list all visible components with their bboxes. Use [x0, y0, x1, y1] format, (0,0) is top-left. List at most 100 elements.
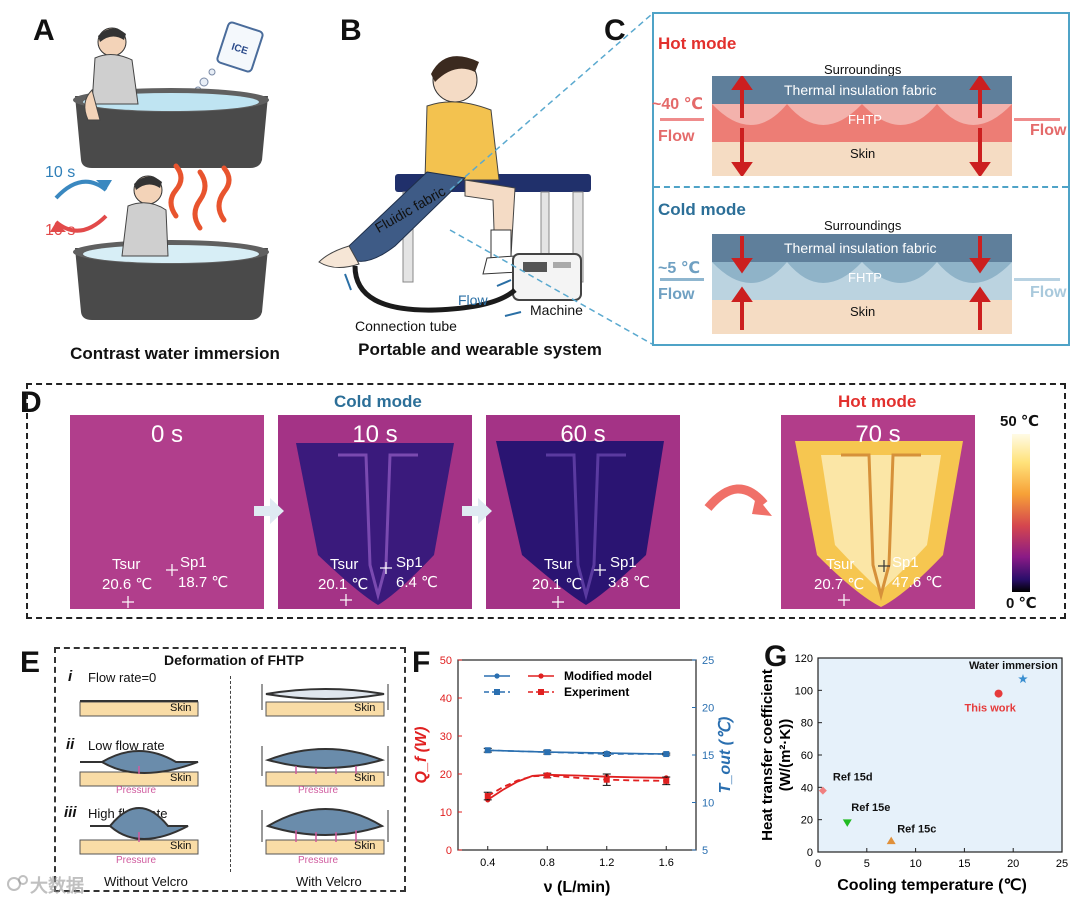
y-left-tick-label: 20 [440, 769, 452, 781]
f2-sp-value: 3.8 ℃ [608, 574, 650, 591]
f0-sp-value: 18.7 ℃ [178, 574, 229, 591]
legend-exp-label: Experiment [564, 685, 629, 699]
panel-label-g: G [764, 640, 788, 673]
panel-b-illustration [318, 56, 591, 317]
series-tout-solid-line [487, 749, 667, 755]
e-row-label-1: Flow rate=0 [88, 670, 157, 685]
mode-divider [654, 186, 1068, 188]
data-point-square [544, 772, 551, 779]
f3-sp-value: 47.6 ℃ [892, 574, 943, 591]
thermal-time-0: 0 s [150, 421, 183, 448]
colorbar [1012, 434, 1030, 592]
point-water-immersion [1018, 674, 1028, 684]
cold-flow-in-arrow [660, 278, 704, 281]
x-tick-label: 25 [1056, 858, 1068, 870]
f3-tsur-label: Tsur [826, 556, 855, 573]
f0-tsur-label: Tsur [112, 556, 141, 573]
cold-flow-out: Flow [1030, 284, 1067, 301]
cycle-label-bottom: 10 s [45, 222, 76, 239]
thermal-frame-0s: 0 s [70, 415, 264, 609]
hot-mode-title: Hot mode [658, 34, 737, 53]
cold-flow-in: Flow [658, 286, 695, 303]
y-tick-label: 120 [795, 653, 813, 665]
point-label: Water immersion [969, 660, 1058, 672]
hot-temp-label: ~40 ℃ [652, 96, 703, 113]
panel-a-illustration: ICE [50, 21, 269, 320]
thermal-frame-10s: 10 s [278, 415, 472, 609]
f2-tsur-label: Tsur [544, 556, 573, 573]
cycle-label-top: 10 s [45, 164, 76, 181]
cold-temp-label: ~5 ℃ [658, 260, 701, 277]
panel-label-d: D [20, 386, 42, 419]
e-pressure-3b: Pressure [298, 855, 339, 866]
thermal-shape-10 [296, 443, 454, 605]
cold-fhtp-label: FHTP [848, 270, 882, 285]
tub-hot [73, 175, 269, 320]
hot-skin-label: Skin [850, 146, 876, 161]
e-title: Deformation of FHTP [164, 652, 304, 668]
panel-label-e: E [20, 646, 41, 679]
e-without-velcro: Without Velcro [104, 874, 188, 889]
thermal-shape-60 [496, 441, 664, 605]
panel-label-c: C [604, 14, 626, 47]
f3-tsur-value: 20.7 ℃ [814, 576, 865, 593]
hot-insulation-label: Thermal insulation fabric [784, 82, 937, 98]
y-left-axis-label: Q_f (W) [413, 727, 430, 784]
caption-a: Contrast water immersion [70, 344, 280, 363]
tub-cold [73, 27, 269, 168]
y-right-tick-label: 5 [702, 845, 708, 857]
f2-sp-label: Sp1 [610, 554, 637, 571]
panel-e-frame [54, 647, 406, 892]
point-this-work [994, 689, 1003, 698]
watermark-logo-icon [7, 875, 28, 891]
connection-tube [352, 265, 517, 313]
data-point-square [603, 751, 610, 758]
colorbar-max: 50 ℃ [1000, 413, 1040, 430]
panel-label-b: B [340, 14, 362, 47]
y-tick-label: 80 [801, 718, 813, 730]
x-tick-label: 0.4 [480, 857, 495, 869]
x-tick-label: 20 [1007, 858, 1019, 870]
x-tick-label: 1.2 [599, 857, 614, 869]
cold-skin-label: Skin [850, 304, 876, 319]
panel-label-a: A [33, 14, 55, 47]
cold-insulation-label: Thermal insulation fabric [784, 240, 937, 256]
hot-surroundings: Surroundings [824, 62, 902, 77]
plot-area [817, 657, 1063, 853]
y-right-tick-label: 25 [702, 655, 714, 667]
y-left-tick-label: 10 [440, 807, 452, 819]
hot-flow-in: Flow [658, 128, 695, 145]
f0-tsur-value: 20.6 ℃ [102, 576, 153, 593]
e-row-label-2: Low flow rate [88, 738, 165, 753]
hot-layer-diagram [712, 76, 1012, 176]
e-divider [230, 676, 231, 872]
point-ref-15c [886, 836, 896, 845]
thermal-time-10: 10 s [352, 421, 398, 448]
y-tick-label: 40 [801, 782, 813, 794]
panel-d-frame [26, 383, 1066, 619]
panel-label-f: F [412, 646, 431, 679]
cycle-arrow-bottom-icon [54, 214, 108, 233]
data-point-square [544, 749, 551, 756]
series-qf-exp-line [487, 774, 667, 797]
e-skin-3b: Skin [354, 840, 376, 852]
label-flow-b: Flow [458, 292, 488, 308]
f2-tsur-value: 20.1 ℃ [532, 576, 583, 593]
f1-tsur-label: Tsur [330, 556, 359, 573]
callout-lines [449, 13, 653, 345]
cold-mode-title: Cold mode [658, 200, 746, 219]
steam-icon [168, 163, 232, 231]
y-tick-label: 0 [807, 847, 813, 859]
y-left-tick-label: 0 [446, 845, 452, 857]
x-tick-label: 5 [864, 858, 870, 870]
d-hot-mode-title: Hot mode [838, 392, 917, 411]
e-pressure-3a: Pressure [116, 855, 157, 866]
f1-tsur-value: 20.1 ℃ [318, 576, 369, 593]
hot-fhtp-label: FHTP [848, 112, 882, 127]
label-machine: Machine [530, 302, 583, 318]
thermal-shape-70 [795, 441, 963, 607]
f1-sp-value: 6.4 ℃ [396, 574, 438, 591]
